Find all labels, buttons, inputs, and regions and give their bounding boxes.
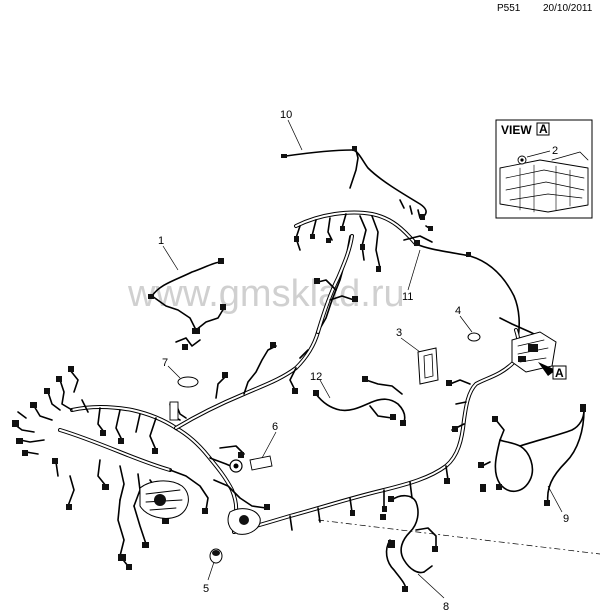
callout-8: 8 bbox=[443, 601, 449, 613]
harness-right-rear bbox=[232, 317, 547, 534]
connector-cluster bbox=[12, 278, 358, 570]
part-3-bracket bbox=[417, 347, 439, 385]
callout-11: 11 bbox=[402, 291, 413, 303]
harness-10 bbox=[281, 146, 427, 220]
view-title: VIEW bbox=[501, 123, 532, 137]
callout-6: 6 bbox=[272, 421, 278, 433]
view-arrow-a: A bbox=[538, 362, 567, 380]
view-inset-callout-2: 2 bbox=[552, 145, 558, 157]
control-module bbox=[511, 331, 557, 373]
part-5-grommet bbox=[209, 548, 223, 564]
callout-10: 10 bbox=[280, 109, 292, 121]
part-7-label bbox=[177, 376, 199, 388]
leaders bbox=[162, 119, 563, 599]
main-harness bbox=[12, 234, 358, 570]
watermark: www.gmsklad.ru bbox=[127, 273, 405, 315]
part-6-pad bbox=[249, 455, 273, 471]
callout-9: 9 bbox=[563, 513, 569, 525]
callout-12: 12 bbox=[310, 371, 322, 383]
page-code: P551 bbox=[497, 3, 521, 14]
page-date: 20/10/2011 bbox=[543, 3, 593, 14]
reference-line bbox=[317, 519, 600, 555]
harness-1 bbox=[148, 258, 226, 350]
harness-12 bbox=[313, 376, 406, 426]
callout-labels: 1 10 11 3 4 7 12 6 5 8 9 bbox=[158, 109, 569, 613]
callout-1: 1 bbox=[158, 235, 164, 247]
callout-5: 5 bbox=[203, 583, 209, 595]
harness-8 bbox=[380, 494, 438, 592]
view-letter: A bbox=[539, 122, 548, 136]
callout-4: 4 bbox=[455, 305, 461, 317]
callout-3: 3 bbox=[396, 327, 402, 339]
view-arrow-letter: A bbox=[555, 366, 564, 380]
view-a-inset: VIEW A 2 bbox=[495, 119, 593, 219]
harness-9 bbox=[478, 404, 586, 506]
part-4-grommet bbox=[467, 332, 481, 342]
callout-7: 7 bbox=[162, 357, 168, 369]
